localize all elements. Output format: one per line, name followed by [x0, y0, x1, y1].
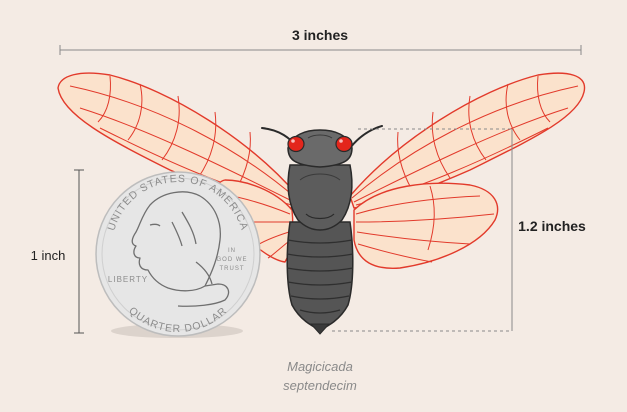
width-label: 3 inches — [292, 27, 348, 43]
right-hindwing — [353, 182, 499, 269]
coin-motto-2: GOD WE — [217, 257, 248, 263]
coin-motto-3: TRUST — [220, 266, 245, 272]
quarter-coin: UNITED STATES OF AMERICA QUARTER DOLLAR … — [95, 171, 261, 338]
width-dimension — [59, 45, 582, 55]
left-forewing — [57, 72, 299, 209]
coin-label: 1 inch — [31, 248, 66, 263]
right-forewing — [349, 72, 586, 209]
left-eye-icon — [287, 135, 305, 153]
species-name-line1: Magicicada — [287, 359, 353, 374]
washington-profile-icon — [131, 191, 230, 307]
right-eye-icon — [335, 135, 353, 153]
coin-dimension — [74, 169, 84, 334]
species-name-line2: septendecim — [283, 378, 357, 393]
height-label: 1.2 inches — [518, 218, 586, 234]
body-height-dimension — [332, 128, 513, 332]
coin-motto-1: IN — [228, 248, 236, 254]
coin-liberty: LIBERTY — [108, 275, 148, 284]
cicada-body — [261, 125, 383, 335]
